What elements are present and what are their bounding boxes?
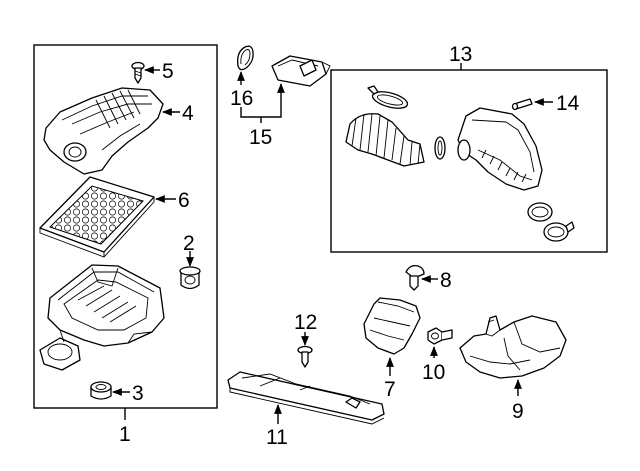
callout-9: 9	[512, 400, 524, 423]
callout-3: 3	[132, 382, 144, 405]
air-cleaner-housing	[39, 264, 165, 371]
callout-10: 10	[422, 361, 445, 384]
screw-part-5	[131, 61, 145, 84]
duct-adapter-part-7	[363, 297, 421, 355]
callout-16: 16	[230, 87, 253, 110]
push-pin-part-8	[405, 264, 425, 291]
callout-4: 4	[182, 102, 194, 125]
bolt-part-10	[427, 327, 453, 345]
callout-6: 6	[178, 189, 190, 212]
callout-14: 14	[556, 92, 580, 115]
callout-2: 2	[183, 232, 195, 255]
callout-11: 11	[266, 426, 288, 449]
callout-7: 7	[384, 378, 396, 401]
air-inlet-duct-part-9	[459, 315, 567, 379]
callout-13: 13	[449, 43, 472, 66]
grommet-part-3	[90, 381, 112, 400]
intake-duct-assembly	[345, 85, 575, 242]
air-cleaner-cover	[43, 87, 164, 175]
pin-part-14	[511, 98, 533, 111]
baffle-part-11	[227, 371, 385, 425]
air-filter-element	[39, 176, 155, 258]
callout-1: 1	[119, 423, 131, 446]
callout-15: 15	[249, 126, 272, 149]
group-box-duct-assembly	[330, 69, 608, 253]
callout-12: 12	[294, 311, 317, 334]
seal-part-16	[237, 45, 254, 71]
callout-8: 8	[440, 269, 452, 292]
grommet-part-2	[179, 266, 201, 290]
leader-lines	[112, 63, 553, 424]
callout-5: 5	[162, 60, 174, 83]
push-pin-part-12	[297, 345, 313, 368]
mass-air-flow-sensor	[271, 55, 331, 87]
